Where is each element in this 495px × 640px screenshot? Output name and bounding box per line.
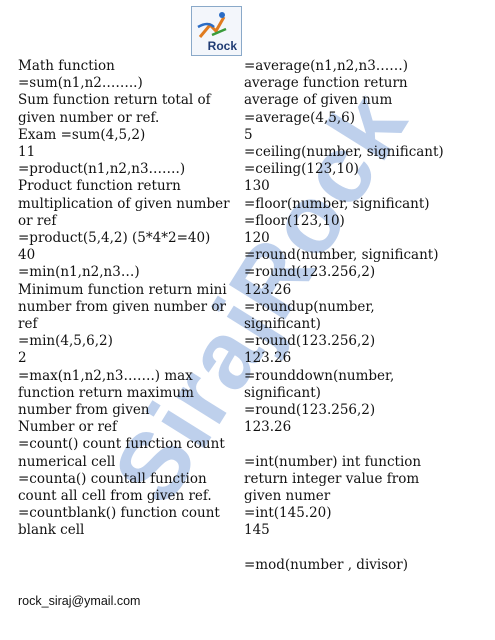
text-line: =mod(number , divisor) <box>244 556 408 573</box>
text-line: average of given num <box>244 92 393 109</box>
text-line <box>244 436 484 453</box>
text-line: blank cell <box>18 522 85 539</box>
text-line: =rounddown(number, <box>244 367 395 384</box>
text-line: =round(123.256,2) <box>244 264 376 281</box>
text-line: return integer value from <box>244 470 420 487</box>
text-line: Number or ref <box>18 419 117 436</box>
text-line: =floor(number, significant) <box>244 195 430 212</box>
text-line: average function return <box>244 75 408 92</box>
text-line: 130 <box>244 178 270 195</box>
text-line: 145 <box>244 522 270 539</box>
logo-figure-icon <box>197 12 227 38</box>
text-line: Minimum function return mini <box>18 281 227 298</box>
text-line: 40 <box>18 247 36 264</box>
text-line: 5 <box>244 126 253 143</box>
text-line: significant) <box>244 316 321 333</box>
text-line: =roundup(number, <box>244 298 375 315</box>
text-line: given numer <box>244 488 331 505</box>
text-line: number from given <box>18 402 150 419</box>
left-column: Math function=sum(n1,n2……..)Sum function… <box>18 58 238 540</box>
text-line: =ceiling(123,10) <box>244 161 359 178</box>
text-line: =int(number) int function <box>244 453 422 470</box>
text-line: =floor(123,10) <box>244 212 345 229</box>
text-line: =average(n1,n2,n3……) <box>244 58 409 74</box>
text-line: 11 <box>18 144 36 161</box>
text-line: =ceiling(number, significant) <box>244 144 444 161</box>
text-line: =max(n1,n2,n3…….) max <box>18 367 193 384</box>
text-line: =sum(n1,n2……..) <box>18 75 143 92</box>
right-column: =average(n1,n2,n3……)average function ret… <box>244 58 484 574</box>
text-line: count all cell from given ref. <box>18 488 212 505</box>
text-line: or ref <box>18 212 57 229</box>
text-line: =product(n1,n2,n3…….) <box>18 161 186 178</box>
text-line: =count() count function count <box>18 436 225 453</box>
footer-email: rock_siraj@ymail.com <box>18 594 141 608</box>
text-line: 123.26 <box>244 350 292 367</box>
text-line: =average(4,5,6) <box>244 109 355 126</box>
text-line: 2 <box>18 350 27 367</box>
text-line: numerical cell <box>18 453 116 470</box>
text-line: function return maximum <box>18 384 194 401</box>
text-line: =counta() countall function <box>18 470 207 487</box>
logo: Rock <box>191 6 242 56</box>
text-line: 123.26 <box>244 419 292 436</box>
text-line: Product function return <box>18 178 181 195</box>
text-line: =min(4,5,6,2) <box>18 333 113 350</box>
text-line: significant) <box>244 384 321 401</box>
text-line: 120 <box>244 230 270 247</box>
text-line: number from given number or <box>18 298 226 315</box>
text-line: multiplication of given number <box>18 195 230 212</box>
text-line: =round(number, significant) <box>244 247 439 264</box>
text-line: given number or ref. <box>18 109 160 126</box>
text-line: ref <box>18 316 38 333</box>
text-line: =round(123.256,2) <box>244 402 376 419</box>
text-line <box>244 540 484 557</box>
text-line: Exam =sum(4,5,2) <box>18 126 146 143</box>
logo-word: Rock <box>207 39 237 53</box>
text-line: =countblank() function count <box>18 505 220 522</box>
text-line: =int(145.20) <box>244 505 332 522</box>
text-line: =round(123.256,2) <box>244 333 376 350</box>
text-line: Math function <box>18 58 115 74</box>
text-line: =min(n1,n2,n3…) <box>18 264 140 281</box>
text-line: 123.26 <box>244 281 292 298</box>
text-line: =product(5,4,2) (5*4*2=40) <box>18 230 211 247</box>
text-line: Sum function return total of <box>18 92 211 109</box>
